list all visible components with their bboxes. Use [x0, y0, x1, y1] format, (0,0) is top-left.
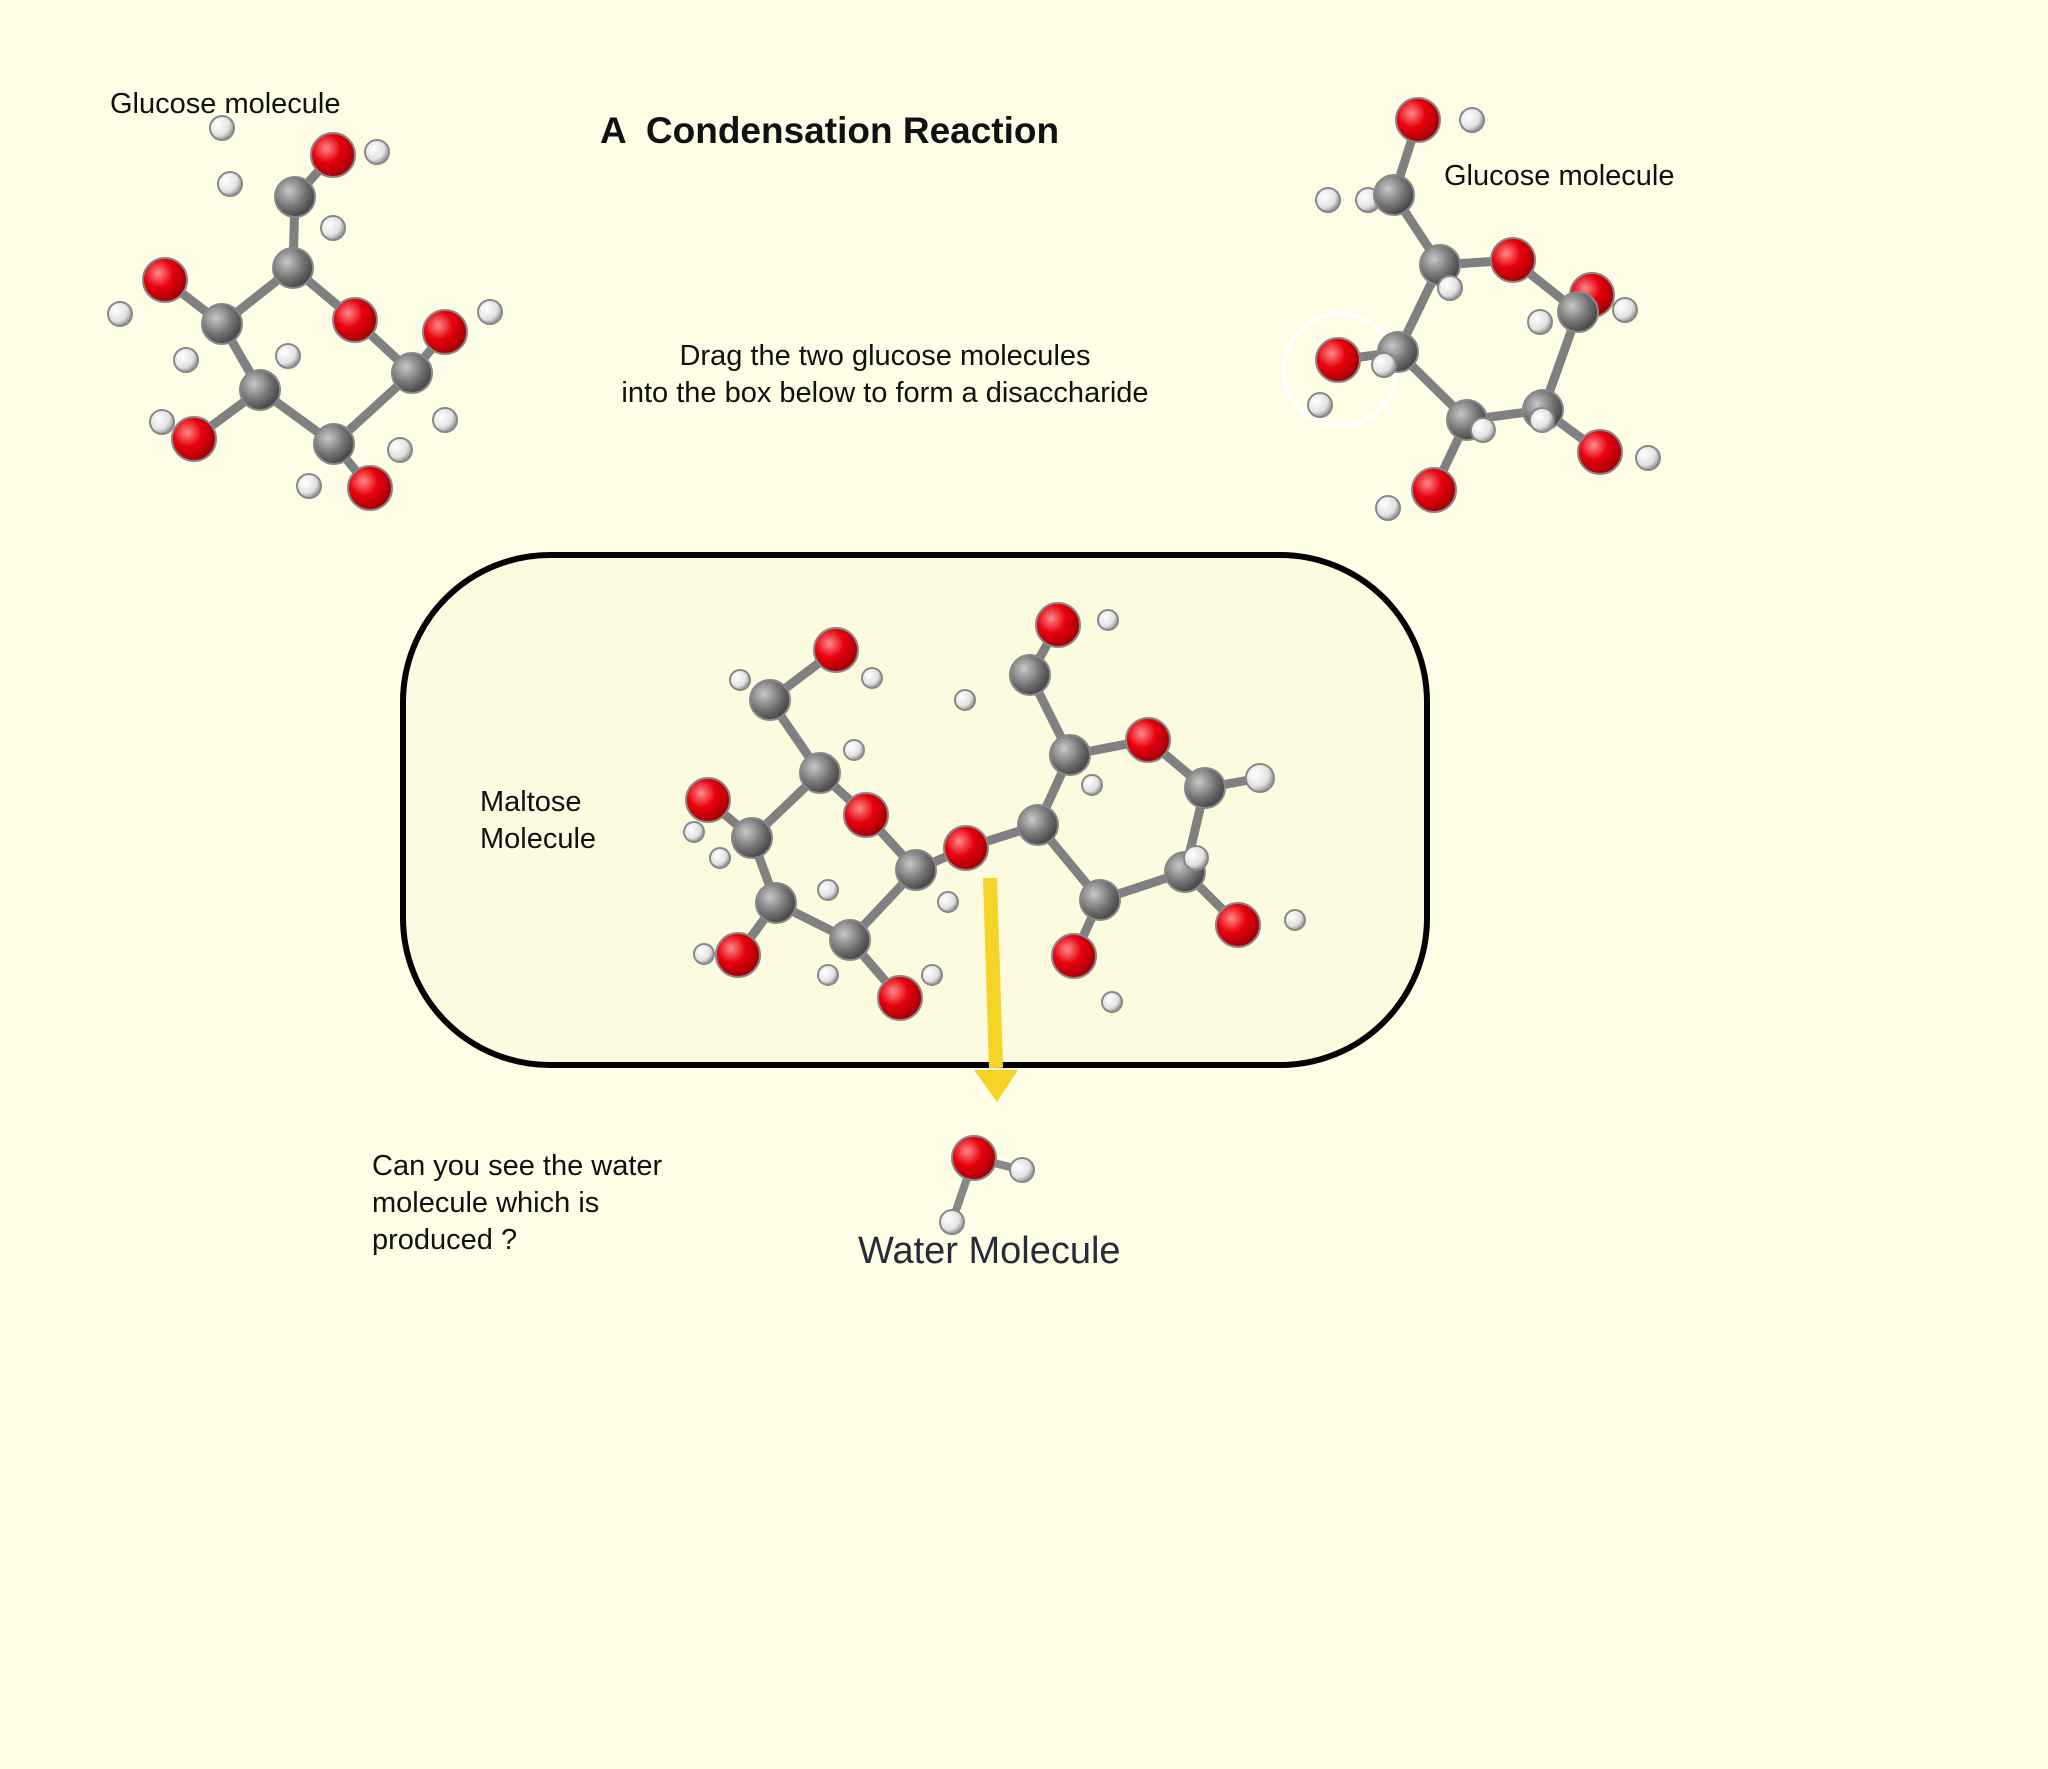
glucose-right-label: Glucose molecule	[1444, 160, 1675, 192]
maltose-label: Maltose Molecule	[480, 784, 660, 858]
glucose-molecule-left[interactable]	[100, 115, 530, 520]
water-molecule-label: Water Molecule	[858, 1230, 1121, 1272]
instruction-line-1: Drag the two glucose molecules	[679, 340, 1091, 372]
page-title: A Condensation Reaction	[600, 110, 1060, 151]
arrow-down-icon	[974, 877, 1018, 1102]
maltose-molecule	[683, 602, 1306, 1021]
question-line-3: produced ?	[372, 1224, 518, 1256]
instruction-line-2: into the box below to form a disaccharid…	[621, 377, 1149, 409]
maltose-label-line-1: Maltose	[480, 786, 582, 818]
question-line-2: molecule which is	[372, 1187, 600, 1219]
instruction-text: Drag the two glucose molecules into the …	[560, 338, 1210, 412]
glucose-left-label: Glucose molecule	[110, 88, 341, 120]
question-line-1: Can you see the water	[372, 1150, 663, 1182]
water-molecule	[939, 1135, 1035, 1235]
question-text: Can you see the water molecule which is …	[372, 1148, 712, 1259]
water-molecule-icon	[939, 1135, 1035, 1235]
glucose-left-atoms	[107, 115, 503, 511]
maltose-atoms	[683, 602, 1306, 1021]
maltose-label-line-2: Molecule	[480, 823, 597, 855]
glucose-molecule-right[interactable]	[1282, 97, 1680, 540]
glucose-right-atoms	[1307, 97, 1661, 521]
